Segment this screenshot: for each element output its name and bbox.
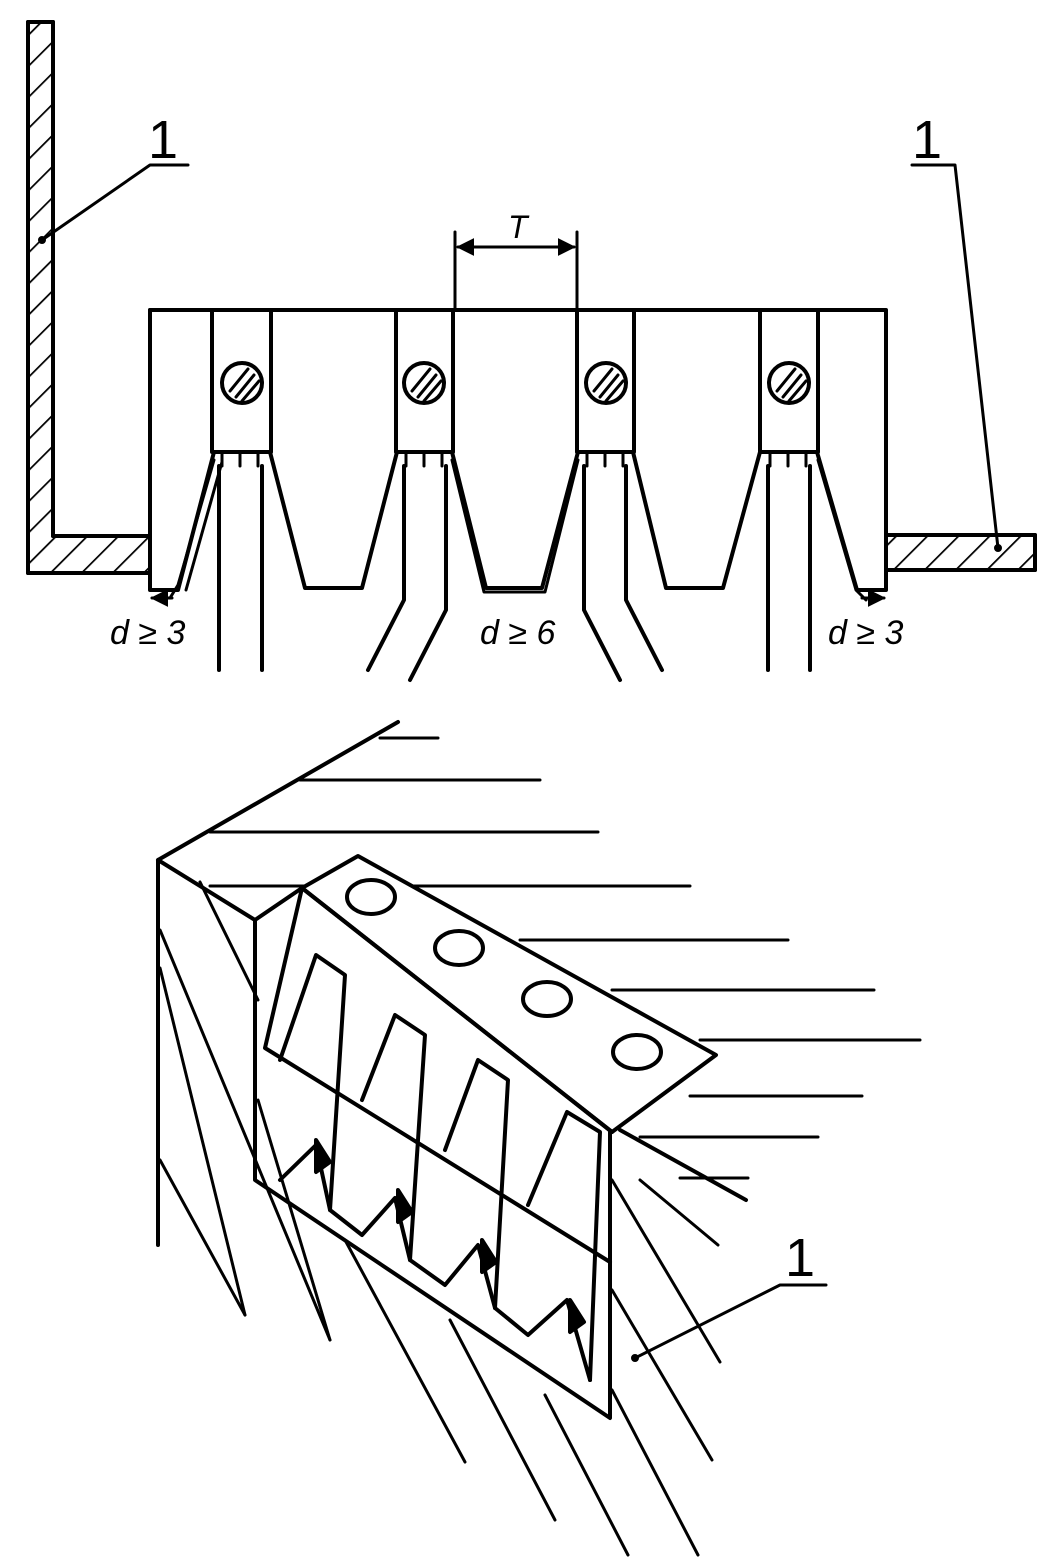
part-number-bottom: 1 bbox=[785, 1228, 815, 1288]
part-number-top-left: 1 bbox=[148, 110, 178, 170]
hole-icon bbox=[345, 878, 397, 916]
hatched-circle-icon bbox=[402, 361, 446, 405]
part-number-top-right: 1 bbox=[912, 110, 942, 170]
terminal-clamp bbox=[394, 308, 455, 468]
conductors bbox=[168, 458, 868, 682]
part-leader-bottom bbox=[631, 1283, 828, 1362]
hole-icon bbox=[433, 929, 485, 967]
terminal-clamp bbox=[758, 308, 820, 468]
hatched-circle-icon bbox=[767, 361, 811, 405]
terminal-screws bbox=[220, 361, 811, 405]
terminal-clamp bbox=[575, 308, 636, 468]
bottom-perspective-view: 1 bbox=[156, 720, 922, 1557]
clearance-label-middle: d ≥ 6 bbox=[480, 614, 555, 652]
clearance-label-left: d ≥ 3 bbox=[110, 614, 185, 652]
hatched-circle-icon bbox=[584, 361, 628, 405]
right-plate-part bbox=[884, 533, 1037, 572]
hatched-circle-icon bbox=[220, 361, 264, 405]
pitch-dimension: T bbox=[453, 209, 579, 312]
part-leaders-top bbox=[38, 163, 1002, 552]
pitch-label: T bbox=[508, 209, 530, 245]
hole-icon bbox=[611, 1033, 663, 1071]
top-section-view: T d ≥ 3 d ≥ 6 d ≥ 3 1 1 bbox=[26, 20, 1037, 682]
terminal-clamps bbox=[210, 308, 820, 468]
screw-holes bbox=[345, 878, 663, 1071]
hole-icon bbox=[521, 980, 573, 1018]
clearance-label-right: d ≥ 3 bbox=[828, 614, 903, 652]
terminal-clamp bbox=[210, 308, 273, 468]
enclosure-corner bbox=[156, 720, 922, 1557]
conductor bbox=[366, 458, 580, 682]
conductor bbox=[582, 464, 664, 682]
left-wall-part bbox=[26, 20, 152, 575]
terminal-strip bbox=[253, 854, 718, 1420]
conductor bbox=[168, 458, 264, 672]
